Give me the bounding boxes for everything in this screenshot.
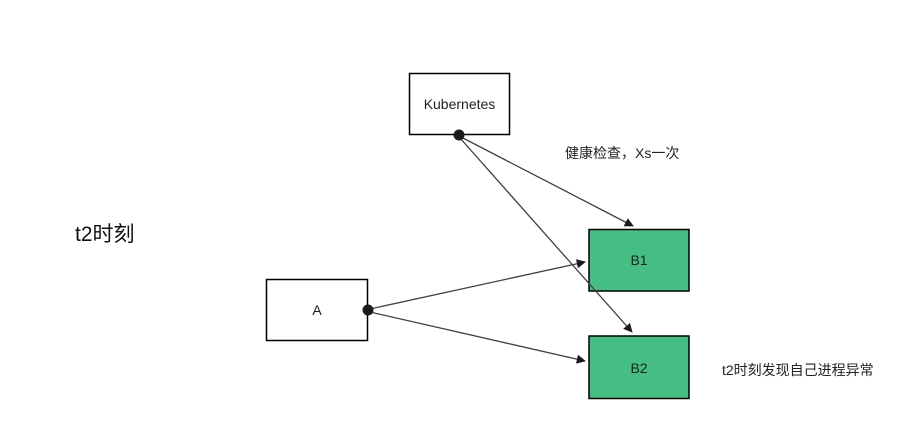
a-connector-dot <box>362 304 374 316</box>
kubernetes-node-shape <box>408 72 511 136</box>
edge-kubernetes-to-b2 <box>459 137 633 333</box>
process-abnormal-annotation: t2时刻发现自己进程异常 <box>722 362 874 378</box>
edge-a-to-b1 <box>369 259 586 310</box>
kubernetes-connector-dot <box>453 129 465 141</box>
timeline-label: t2时刻 <box>75 223 135 246</box>
health-check-annotation: 健康检查，Xs一次 <box>565 145 680 161</box>
a-node-shape <box>265 278 369 342</box>
b2-node-shape <box>588 335 690 400</box>
b1-node-shape <box>588 228 690 292</box>
edge-kubernetes-to-b1 <box>460 136 634 227</box>
edge-a-to-b2 <box>369 311 586 364</box>
